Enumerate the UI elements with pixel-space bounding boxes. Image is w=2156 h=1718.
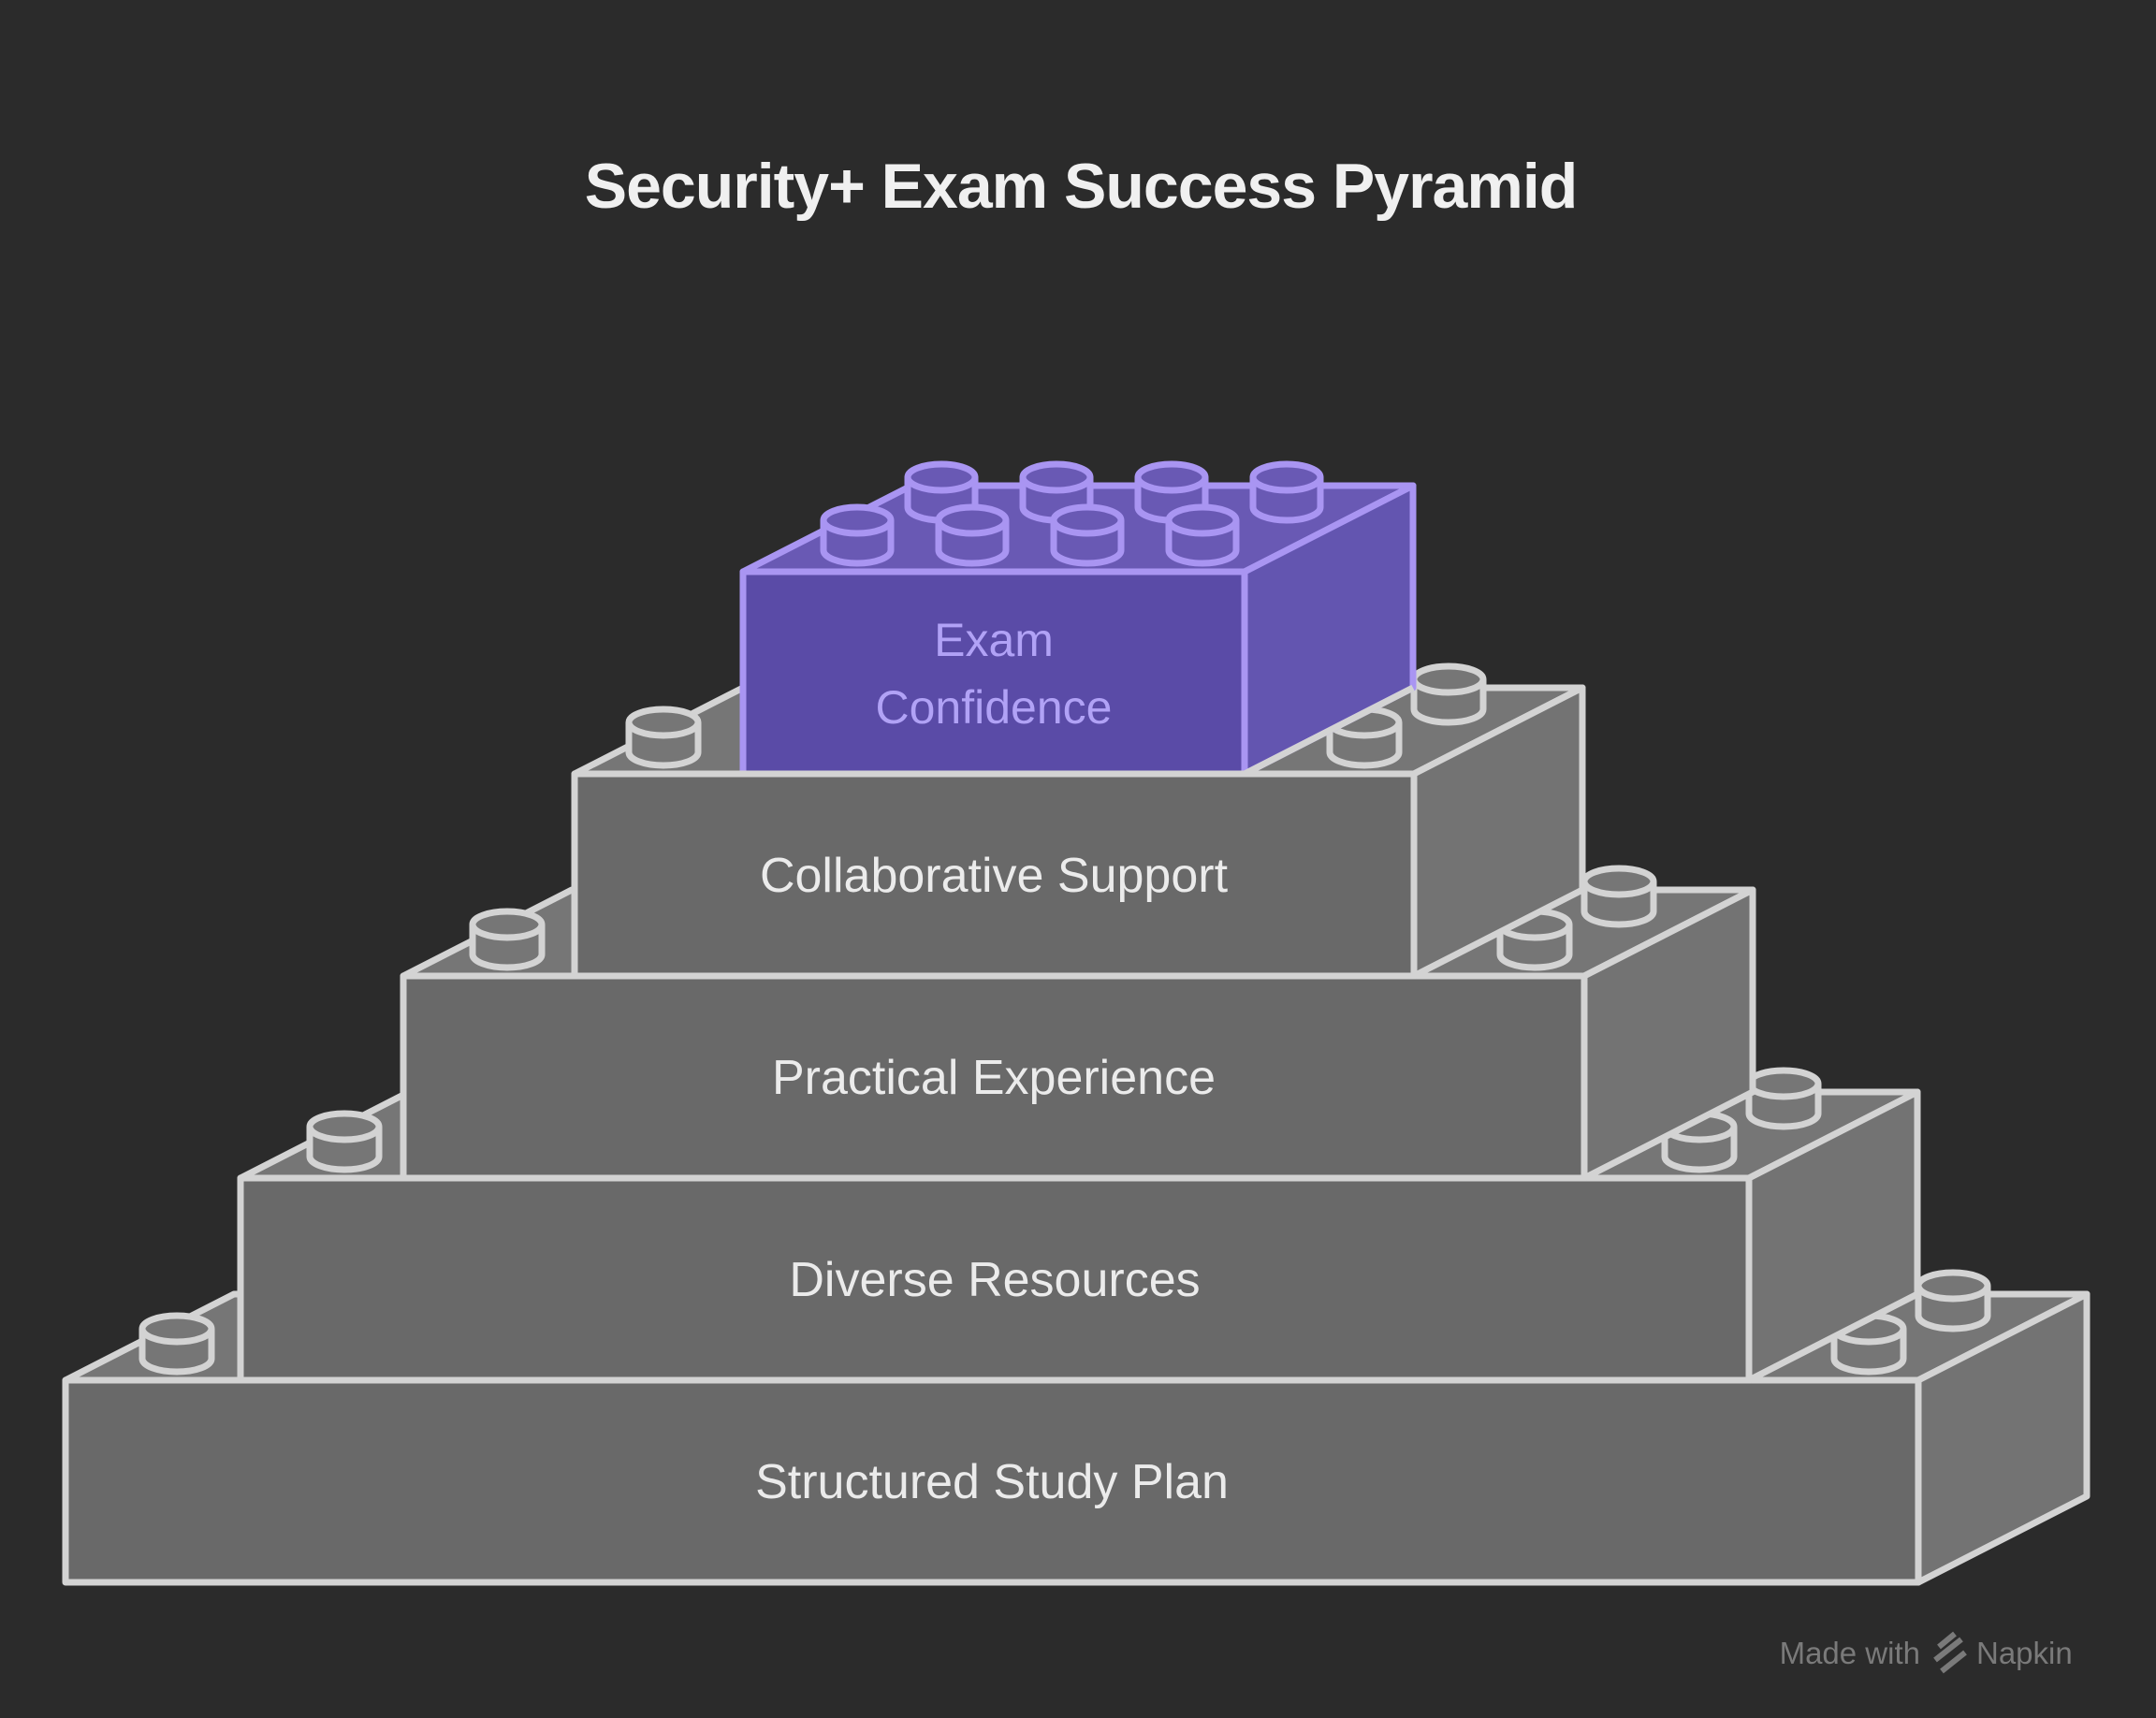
lego-stud — [469, 908, 546, 971]
lego-stud — [1745, 1067, 1822, 1130]
brick-label-collaborative-support: Collaborative Support — [760, 849, 1229, 903]
brick-label-diverse-resources: Diverse Resources — [789, 1253, 1200, 1307]
lego-stud — [1050, 503, 1125, 567]
brick-front-face — [62, 1376, 1922, 1586]
lego-stud — [1915, 1269, 1991, 1332]
lego-stud — [1581, 865, 1657, 928]
brick-label-confidence: Confidence — [876, 681, 1113, 734]
lego-stud — [1410, 662, 1487, 726]
lego-stud — [1165, 503, 1240, 567]
lego-stud — [625, 706, 702, 769]
brick-exam-confidence: Exam Confidence — [739, 460, 1417, 778]
diagram-title: Security+ Exam Success Pyramid — [585, 151, 1578, 222]
lego-stud — [1249, 460, 1324, 524]
brick-label-practical-experience: Practical Experience — [772, 1051, 1216, 1105]
brick-label-exam: Exam — [934, 614, 1054, 666]
lego-stud — [820, 503, 895, 567]
napkin-logo-icon — [1933, 1631, 1967, 1674]
lego-stud — [935, 503, 1010, 567]
brick-front-face — [739, 568, 1248, 778]
lego-stud — [306, 1110, 383, 1173]
lego-stud — [138, 1312, 215, 1376]
watermark-prefix: Made with — [1780, 1636, 1920, 1670]
watermark: Made with Napkin — [1780, 1631, 2073, 1674]
brick-label-structured-study-plan: Structured Study Plan — [755, 1455, 1229, 1509]
brick-seam-lines — [575, 684, 1415, 778]
watermark-brand: Napkin — [1976, 1636, 2073, 1670]
brick-front-face — [400, 972, 1588, 1182]
